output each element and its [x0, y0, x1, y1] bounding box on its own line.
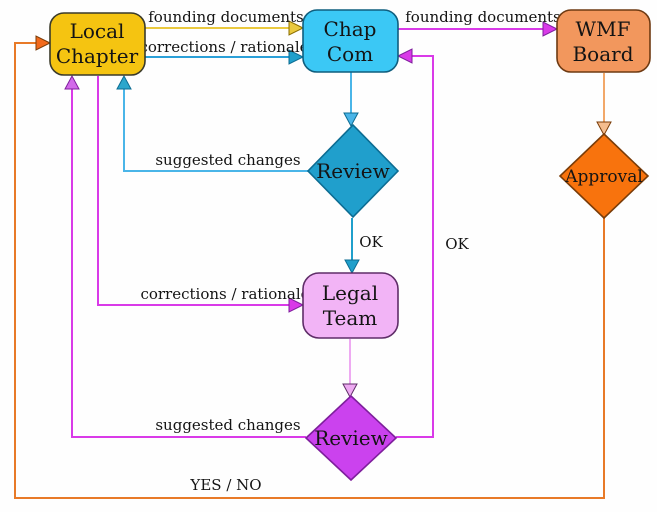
label-founding-documents-right: founding documents	[405, 8, 561, 26]
label-ok-review-bottom: OK	[445, 235, 469, 253]
edges	[14, 20, 612, 499]
label-corrections-rationale-mid: corrections / rationale	[140, 285, 309, 303]
node-legal-team: Legal Team	[302, 272, 399, 339]
node-review-bottom: Review	[304, 394, 398, 482]
node-local-chapter-label-line1: Local	[70, 19, 125, 43]
arrowhead-into-chapcom-yellow	[288, 20, 305, 36]
label-founding-documents-left: founding documents	[148, 8, 304, 26]
label-yes-no: YES / NO	[189, 476, 261, 494]
arrowhead-into-review-top	[343, 112, 359, 128]
node-chap-com-label-line2: Com	[327, 42, 373, 66]
arrowhead-into-chapcom-magenta	[396, 48, 413, 64]
node-chap-com-shape	[302, 9, 399, 73]
arrowhead-into-wmfboard-magenta	[542, 21, 559, 37]
label-suggested-changes-top: suggested changes	[155, 151, 300, 169]
node-review-top-shape	[306, 123, 400, 219]
node-approval-label: Approval	[564, 167, 643, 187]
edge-corrections-rationale-lc-legal	[97, 76, 290, 306]
node-wmf-board: WMF Board	[556, 9, 651, 73]
node-review-bottom-shape	[304, 394, 398, 482]
node-wmf-board-label-line2: Board	[572, 42, 633, 66]
arrowhead-into-localchapter-magenta	[64, 74, 80, 90]
label-corrections-rationale-top: corrections / rationale	[139, 38, 308, 56]
node-chap-com-label-line1: Chap	[324, 17, 377, 41]
arrowhead-into-localchapter-orange	[35, 35, 52, 51]
node-wmf-board-label-line1: WMF	[576, 17, 631, 41]
arrowhead-into-review-bottom-plum	[342, 383, 358, 399]
node-approval-shape	[558, 132, 650, 220]
node-legal-team-label-line1: Legal	[322, 281, 378, 305]
arrowhead-into-approval	[596, 121, 612, 137]
node-legal-team-label-line2: Team	[323, 306, 378, 330]
label-suggested-changes-bottom: suggested changes	[155, 416, 300, 434]
node-review-bottom-label: Review	[314, 426, 388, 450]
node-approval: Approval	[558, 132, 650, 220]
arrowhead-into-legalteam-magenta	[288, 297, 305, 313]
node-legal-team-shape	[302, 272, 399, 339]
node-chap-com: Chap Com	[302, 9, 399, 73]
arrowhead-into-localchapter-teal	[116, 74, 132, 90]
node-local-chapter-shape	[49, 12, 146, 76]
edge-suggested-changes-review2-lc	[71, 88, 306, 438]
node-review-top: Review	[306, 123, 400, 219]
nodes: Local Chapter Chap Com WMF Board Review …	[49, 9, 651, 482]
node-review-top-label: Review	[316, 159, 390, 183]
edge-ok-review2-chapcom	[396, 55, 434, 438]
edge-yes-no-approval-lc	[14, 42, 605, 499]
node-local-chapter: Local Chapter	[49, 12, 146, 76]
edge-suggested-changes-review-lc	[123, 88, 309, 172]
edge-labels: founding documents corrections / rationa…	[139, 8, 560, 494]
arrowhead-into-legalteam-teal	[344, 259, 360, 275]
label-ok-review-top: OK	[359, 233, 383, 251]
arrowhead-into-chapcom-blue	[288, 49, 305, 65]
node-local-chapter-label-line2: Chapter	[56, 44, 139, 68]
node-wmf-board-shape	[556, 9, 651, 73]
